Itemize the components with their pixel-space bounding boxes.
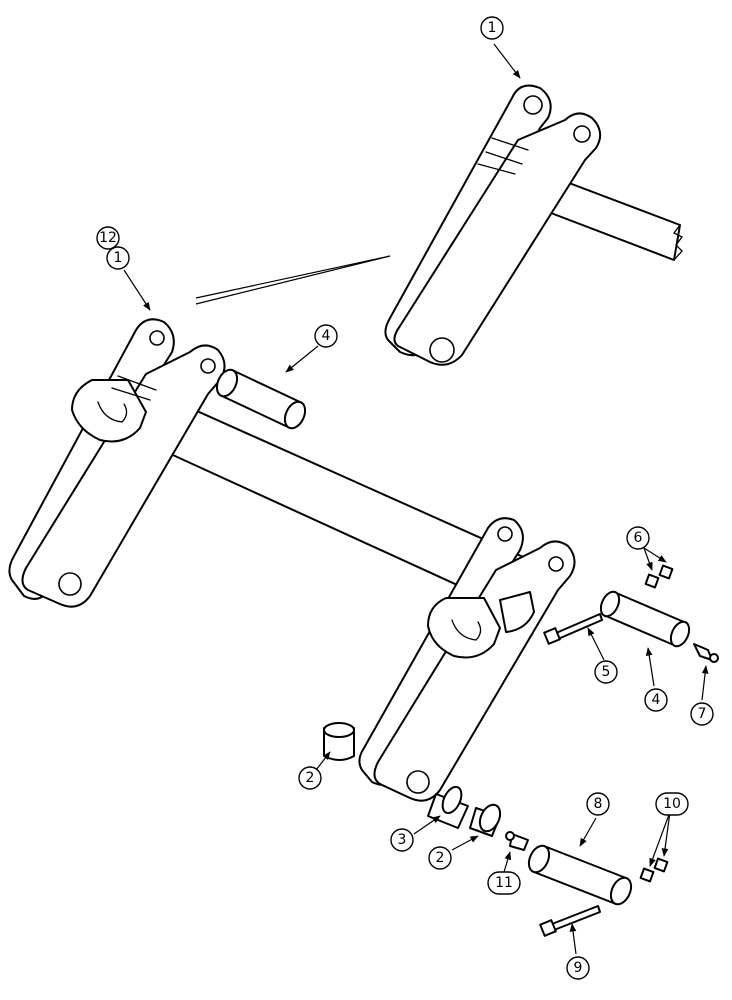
callout-12: 12 bbox=[96, 226, 120, 250]
callout-label: 1 bbox=[488, 20, 497, 36]
leader-lines bbox=[123, 43, 709, 955]
callout-2-left: 2 bbox=[298, 766, 322, 790]
callout-1-left: 1 bbox=[106, 246, 130, 270]
bushing-2-right bbox=[469, 803, 502, 837]
callout-9: 9 bbox=[566, 956, 590, 980]
right-arm bbox=[358, 517, 576, 802]
callout-4-upper: 4 bbox=[314, 324, 338, 348]
lock-nuts-10 bbox=[639, 857, 669, 883]
callout-2-right: 2 bbox=[428, 846, 452, 870]
left-pivot-hole-rear bbox=[149, 330, 165, 346]
right-pivot-pin bbox=[599, 590, 691, 648]
callout-label: 11 bbox=[495, 875, 513, 891]
callout-8: 8 bbox=[586, 792, 610, 816]
callout-5: 5 bbox=[594, 660, 618, 684]
detail-pivot-hole-front bbox=[573, 125, 591, 143]
callout-label: 10 bbox=[663, 796, 681, 812]
right-pivot-hole-front bbox=[548, 556, 564, 572]
callout-label: 6 bbox=[634, 530, 643, 546]
retaining-bolt-5 bbox=[543, 613, 603, 645]
lock-nuts-6 bbox=[644, 564, 674, 589]
callout-7: 7 bbox=[690, 702, 714, 726]
grease-fitting-11 bbox=[505, 831, 529, 851]
detail-view-pointer bbox=[195, 255, 391, 305]
callout-label: 4 bbox=[322, 328, 331, 344]
callout-11: 11 bbox=[487, 871, 521, 895]
callout-label: 2 bbox=[436, 850, 445, 866]
callout-1-top: 1 bbox=[480, 16, 504, 40]
detail-view-arm-end bbox=[384, 84, 683, 366]
detail-lower-hole bbox=[429, 337, 455, 363]
callout-label: 3 bbox=[398, 832, 407, 848]
right-coupler-hook bbox=[427, 597, 501, 659]
callout-label: 2 bbox=[306, 770, 315, 786]
retaining-bolt-9 bbox=[539, 905, 601, 937]
callout-3: 3 bbox=[390, 828, 414, 852]
detail-arm-plate-front bbox=[393, 112, 602, 366]
callout-label: 9 bbox=[574, 960, 583, 976]
callout-label: 12 bbox=[99, 230, 117, 246]
callout-label: 5 bbox=[602, 664, 611, 680]
right-pivot-hole-rear bbox=[497, 526, 513, 542]
callout-4-lower: 4 bbox=[644, 688, 668, 712]
detail-pivot-hole-rear bbox=[523, 95, 543, 115]
upper-pivot-pin bbox=[215, 368, 307, 430]
callout-label: 8 bbox=[594, 796, 603, 812]
grease-fitting-7 bbox=[693, 643, 719, 663]
lower-pin-8 bbox=[527, 844, 633, 906]
callout-6: 6 bbox=[626, 526, 650, 550]
right-pivot-bushing-boss bbox=[499, 591, 535, 633]
callout-label: 1 bbox=[114, 250, 123, 266]
left-coupler-hook bbox=[71, 379, 147, 443]
right-lower-hole bbox=[406, 770, 430, 794]
left-arm-plate-front bbox=[21, 344, 226, 608]
bushing-2-left bbox=[323, 722, 355, 761]
callout-label: 7 bbox=[698, 706, 707, 722]
left-pivot-hole-front bbox=[200, 358, 216, 374]
left-lower-hole bbox=[58, 572, 82, 596]
callout-label: 4 bbox=[652, 692, 661, 708]
callout-10: 10 bbox=[655, 792, 689, 816]
left-arm bbox=[8, 318, 226, 608]
